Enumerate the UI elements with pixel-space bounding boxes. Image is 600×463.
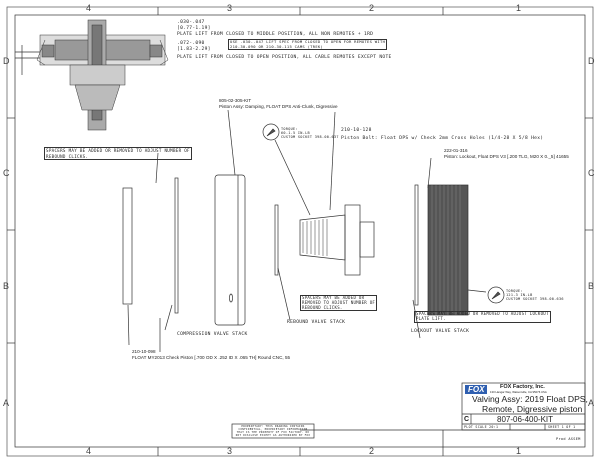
note-line: TORQUE: — [506, 289, 523, 293]
rebound-valve-stack-label: REBOUND VALVE STACK — [287, 320, 346, 325]
part-210-10-128-desc: Piston Bolt: Float DPS w/ Check 2mm Cros… — [341, 136, 544, 141]
zone-col-3: 3 — [227, 3, 233, 13]
lift-box-line: 210-30-090 OR 210-30-115 CAMS (TREK) — [230, 43, 324, 49]
zone-col-1: 1 — [516, 3, 522, 13]
zone-col-2-bottom: 2 — [369, 446, 375, 456]
note-line: SPACERS MAY BE ADDED OR REMOVED TO ADJUS… — [416, 311, 549, 316]
lift1-note: PLATE LIFT FROM CLOSED TO MIDDLE POSITIO… — [177, 32, 374, 37]
part-222-number: 222-01-316 — [444, 148, 468, 153]
fox-logo: FOX — [465, 385, 488, 394]
lift2-note: PLATE LIFT FROM CLOSED TO OPEN POSITION,… — [177, 55, 392, 60]
part-210-10-128-number: 210-10-128 — [341, 128, 372, 133]
part-805-number: 805-02-305-KIT — [219, 98, 252, 103]
zone-row-d-right: D — [588, 56, 595, 66]
part-210-10-098-number: 210-10-098 — [132, 349, 156, 354]
zone-col-4-bottom: 4 — [86, 446, 92, 456]
note-line: TORQUE: — [281, 127, 298, 131]
zone-col-3-bottom: 3 — [227, 446, 233, 456]
lockout-valve-stack-label: LOCKOUT VALVE STACK — [411, 329, 470, 334]
note-line: CUSTOM SOCKET 398-00-637 — [281, 135, 339, 139]
zone-row-c-right: C — [588, 168, 595, 178]
sheet-number: SHEET 1 OF 1 — [548, 425, 576, 429]
note-line: 60-1.5 IN-LB — [281, 131, 310, 135]
note-line: SPACERS MAY BE ADDED OR — [302, 295, 365, 300]
note-line: 121-3 IN-LB — [506, 293, 533, 297]
lift2-range: .072-.090 — [177, 41, 205, 46]
title-line-1: Valving Assy: 2019 Float DPS, — [472, 394, 588, 404]
spacers-lockout-note: SPACERS MAY BE ADDED OR REMOVED TO ADJUS… — [414, 311, 551, 323]
sheet-size: C — [464, 416, 470, 423]
zone-row-c: C — [3, 168, 10, 178]
compression-valve-stack-label: COMPRESSION VALVE STACK — [177, 332, 248, 337]
part-222-desc: Piston: Lockout, Float DPS V3 [.200 TLG,… — [444, 154, 569, 159]
lift1-range: .030-.047 — [177, 20, 205, 25]
zone-row-b: B — [3, 281, 10, 291]
title-line-2: Remote, Digressive piston — [482, 404, 583, 414]
note-line: REMOVED TO ADJUST NUMBER OF — [302, 299, 376, 305]
note-line: REBOUND CLICKS. — [302, 304, 343, 310]
lift-box-line: USE .030-.047 LIFT SPEC FROM CLOSED TO O… — [230, 39, 386, 44]
zone-col-2: 2 — [369, 3, 375, 13]
lift2-metric: [1.83-2.29] — [177, 47, 211, 52]
note-line: PLATE LIFT. — [416, 315, 446, 321]
company-name: FOX Factory, Inc. — [500, 384, 545, 390]
note-line: REBOUND CLICKS. — [46, 153, 89, 159]
zone-row-a-right: A — [588, 398, 595, 408]
note-line: CUSTOM SOCKET 398-00-636 — [506, 297, 564, 301]
zone-row-d: D — [3, 56, 10, 66]
zone-row-a: A — [3, 398, 10, 408]
plot-scale: PLOT SCALE 20:1 — [464, 425, 499, 429]
zone-col-4: 4 — [86, 3, 92, 13]
lift-spec-note: USE .030-.047 LIFT SPEC FROM CLOSED TO O… — [228, 39, 388, 51]
company-address: 130 Hangar Way, Watsonville, CA 95076 US… — [490, 390, 547, 394]
proprietary-notice: PROPRIETARY: THIS DRAWING CONTAINS CONFI… — [235, 425, 311, 437]
lift1-metric: [0.77-1.19] — [177, 26, 211, 31]
zone-col-1-bottom: 1 — [516, 446, 522, 456]
drawing-number: 807-06-400-KIT — [497, 415, 554, 424]
part-805-desc: Piston Assy: Damping, FLOAT DPS Anti-Clu… — [219, 104, 338, 109]
note-line: SPACERS MAY BE ADDED OR REMOVED TO ADJUS… — [46, 148, 190, 153]
part-210-10-098-desc: FLOAT MY2013 Check Piston [.700 OD X .25… — [132, 355, 291, 360]
spacers-rebound-top-note: SPACERS MAY BE ADDED OR REMOVED TO ADJUS… — [44, 147, 192, 160]
drawing-status: Prod ASSEM — [556, 437, 581, 441]
zone-row-b-right: B — [588, 281, 595, 291]
